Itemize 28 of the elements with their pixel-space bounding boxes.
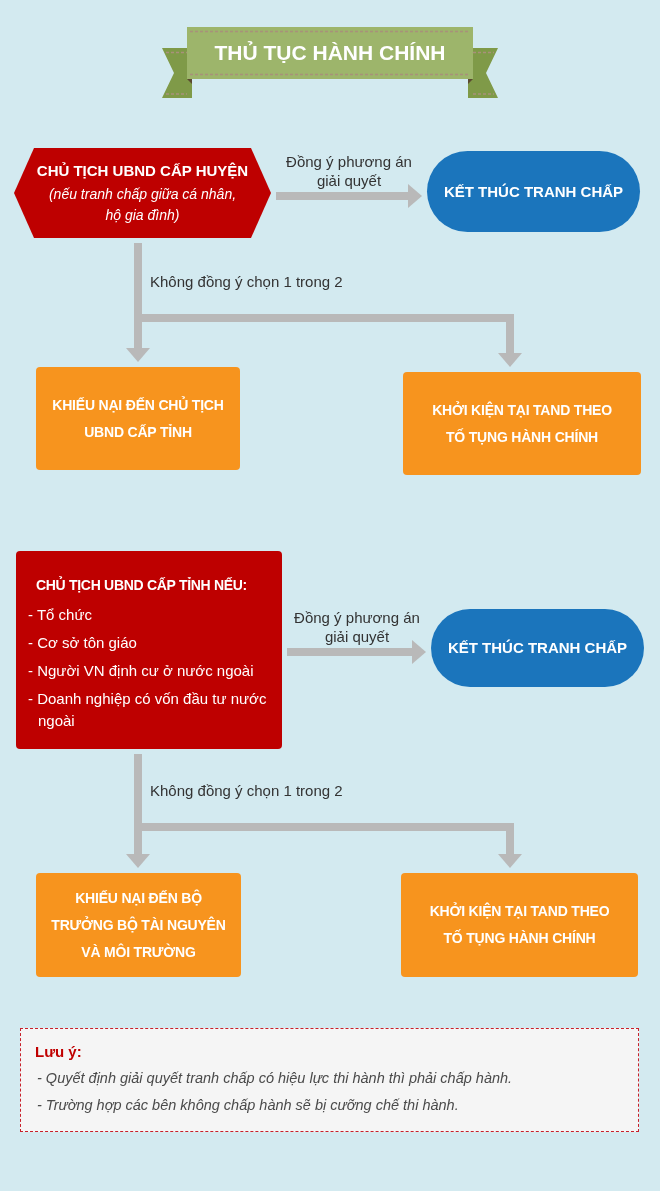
node-heading: KẾT THÚC TRANH CHẤP <box>447 638 628 658</box>
node-heading: KHỞI KIỆN TẠI TAND THEO TỐ TỤNG HÀNH CHÍNH <box>428 901 611 948</box>
note-item: - Quyết định giải quyết tranh chấp có hiệu lực thi hành thì phải chấp hành. <box>37 1069 513 1088</box>
action-box <box>403 372 641 475</box>
node-heading: KẾT THÚC TRANH CHẤP <box>443 181 624 202</box>
title: THỦ TỤC HÀNH CHÍNH <box>214 41 446 65</box>
node-heading: CHỦ TỊCH UBND CẤP TỈNH NẾU: <box>36 575 247 595</box>
node-subtitle: (nếu tranh chấp giữa cá nhân, hộ gia đình) <box>47 185 238 225</box>
edge-label: Không đồng ý chọn 1 trong 2 <box>150 781 344 800</box>
hexagon-box <box>14 148 271 238</box>
action-box <box>36 873 241 977</box>
list-item: - Doanh nghiệp có vốn đầu tư nước ngoài <box>28 689 268 731</box>
node-heading: KHIẾU NẠI ĐẾN CHỦ TỊCH UBND CẤP TỈNH <box>51 395 225 442</box>
node-heading: KHỞI KIỆN TẠI TAND THEO TỐ TỤNG HÀNH CHÍNH <box>431 400 613 447</box>
list-item: - Tổ chức <box>28 605 92 625</box>
note-heading: Lưu ý: <box>35 1042 82 1062</box>
edge-label: Đồng ý phương án giải quyết <box>293 608 421 646</box>
action-box <box>36 367 240 470</box>
note-panel <box>20 1028 639 1132</box>
list-item: - Cơ sở tôn giáo <box>28 633 137 653</box>
condition-box <box>16 551 282 749</box>
list-item: - Người VN định cư ở nước ngoài <box>28 661 254 681</box>
action-box <box>401 873 638 977</box>
node-heading: CHỦ TỊCH UBND CẤP HUYỆN <box>36 161 249 181</box>
node-heading: KHIẾU NẠI ĐẾN BỘ TRƯỞNG BỘ TÀI NGUYÊN VÀ MÔI TRƯỜNG <box>50 888 227 962</box>
edge-label: Không đồng ý chọn 1 trong 2 <box>150 272 344 291</box>
note-item: - Trường hợp các bên không chấp hành sẽ bị cưỡng chế thi hành. <box>37 1096 459 1115</box>
edge-label: Đồng ý phương án giải quyết <box>285 152 413 190</box>
